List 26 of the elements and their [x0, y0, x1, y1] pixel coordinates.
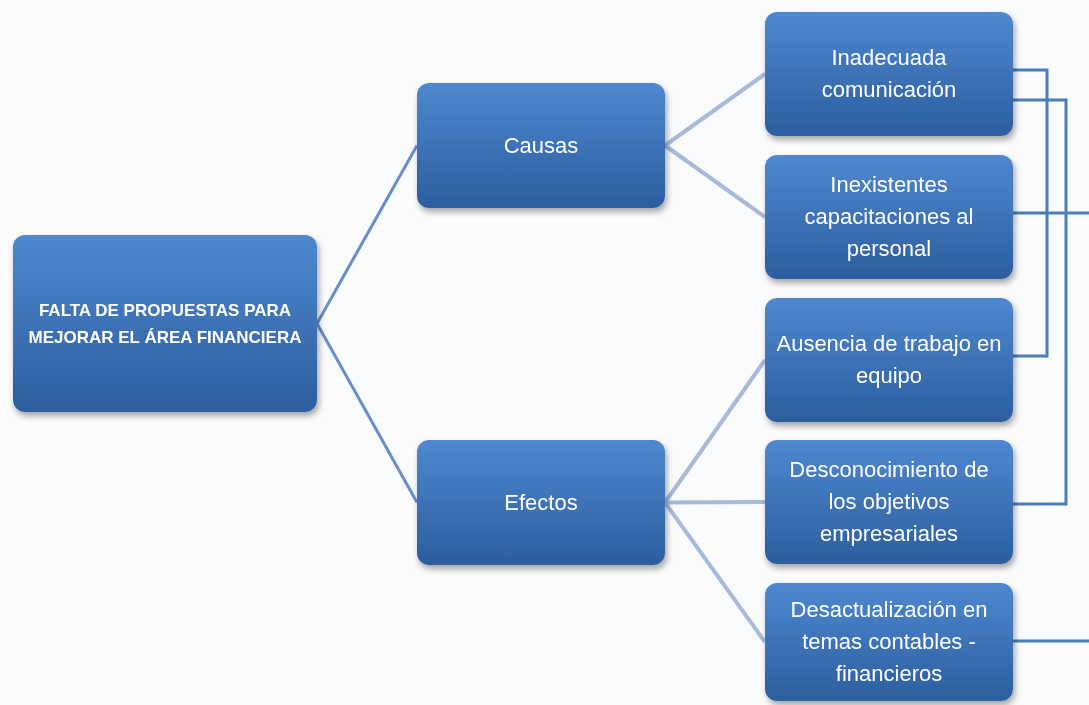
- process-box: [765, 12, 1013, 136]
- connector-line: [663, 72, 767, 148]
- connector-line: [663, 143, 767, 219]
- process-box: [765, 298, 1013, 422]
- connector-line: [1013, 211, 1089, 215]
- box-label: Inexistentes capacitaciones al personal: [803, 171, 975, 263]
- box-label: Inadecuada comunicación: [820, 44, 958, 104]
- box-label: Desactualización en temas contables - financieros: [789, 596, 989, 688]
- connector-line: [1013, 68, 1049, 358]
- connector-line: [315, 144, 419, 325]
- process-box: [765, 583, 1013, 701]
- process-box: [417, 83, 665, 208]
- process-box: [765, 155, 1013, 279]
- connector-line: [1013, 98, 1068, 506]
- box-label: Efectos: [504, 488, 578, 517]
- connector-line: [315, 322, 419, 504]
- box-label: Ausencia de trabajo en equipo: [775, 330, 1003, 390]
- connector-line: [663, 501, 767, 644]
- box-label: FALTA DE PROPUESTAS PARA MEJORAR EL ÁREA FINANCIERA: [27, 299, 303, 349]
- connector-line: [1013, 639, 1089, 643]
- process-box: [13, 235, 317, 412]
- box-label: Desconocimiento de los objetivos empresariales: [788, 456, 990, 548]
- process-box: [417, 440, 665, 565]
- connector-line: [665, 500, 765, 505]
- process-box: [765, 440, 1013, 564]
- box-label: Causas: [503, 131, 579, 160]
